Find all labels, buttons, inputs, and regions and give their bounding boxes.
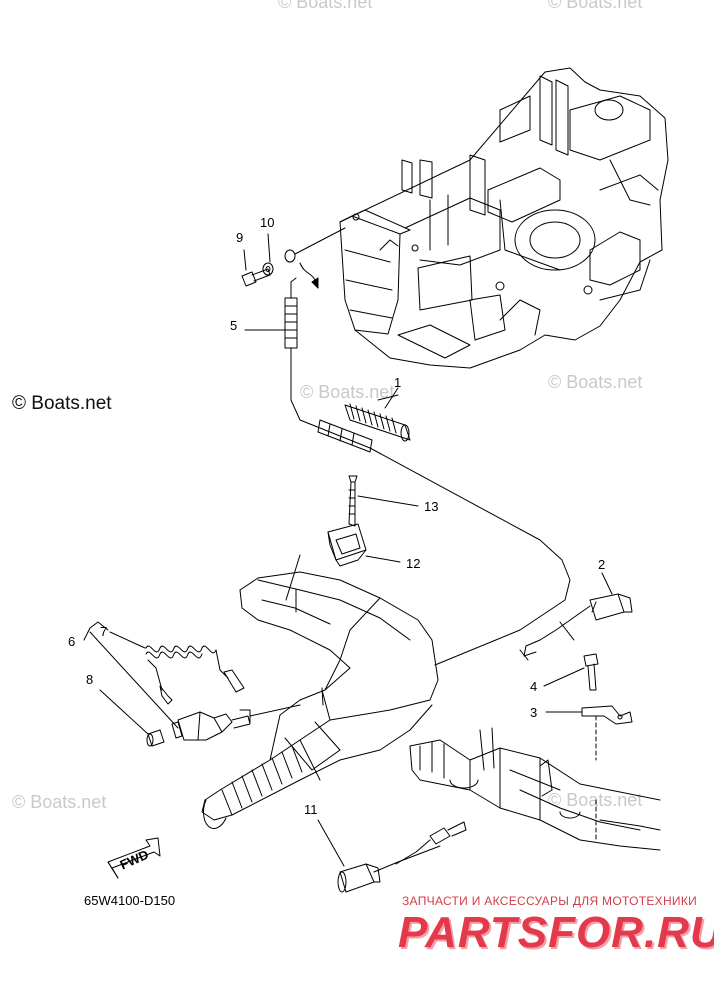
callout-11: 11: [304, 802, 318, 817]
lower-bracket-assembly: [409, 727, 661, 851]
hose-part-1: [317, 394, 411, 453]
steering-handle: [201, 554, 439, 829]
bolt-part-4: [543, 653, 599, 691]
callout-6: 6: [68, 634, 75, 649]
callout-13: 13: [424, 499, 438, 514]
watermark-lower-right: © Boats.net: [548, 790, 643, 810]
engine-block: [339, 67, 669, 369]
leader-6: [83, 627, 91, 641]
callout-5: 5: [230, 318, 237, 333]
callout-9: 9: [236, 230, 243, 245]
watermark-main: © Boats.net: [12, 393, 112, 414]
leader-1: [384, 387, 399, 409]
callout-12: 12: [406, 556, 420, 571]
fwd-arrow-icon: [107, 837, 161, 879]
lanyard-coil-part-7: [109, 631, 245, 705]
fwd-label: FWD: [118, 847, 151, 873]
washer-part-10: [262, 227, 346, 276]
clamp-part-12: [327, 523, 401, 567]
watermark-lower-left: © Boats.net: [12, 792, 107, 812]
callout-10: 10: [260, 215, 274, 230]
screw-part-13: [348, 475, 419, 527]
callout-2: 2: [598, 557, 605, 572]
stop-switch-part-6: [89, 631, 301, 741]
neutral-switch-part-2: [519, 572, 633, 661]
callout-7: 7: [100, 624, 107, 639]
leader-6-7: [89, 621, 109, 631]
indicator-arrow: [299, 262, 317, 283]
brand-subtitle: ЗАПЧАСТИ И АКСЕССУАРЫ ДЛЯ МОТОТЕХНИКИ: [402, 894, 698, 908]
wire-lead-part-5: [244, 277, 371, 449]
part-code: 65W4100-D150: [84, 893, 176, 908]
callout-3: 3: [530, 705, 537, 720]
indicator-arrow-head: [311, 277, 319, 289]
switch-part-11: [317, 819, 467, 893]
watermark-mid-right: © Boats.net: [548, 372, 643, 392]
cap-part-8: [99, 689, 165, 747]
watermark-mid-center: © Boats.net: [300, 382, 395, 402]
callout-1: 1: [394, 375, 401, 390]
watermark-top-left: © Boats.net: [278, 0, 373, 12]
watermark-top-right: © Boats.net: [548, 0, 643, 12]
brand-logo: PARTSFOR.RU: [398, 908, 714, 957]
bolt-part-9: [241, 249, 271, 287]
callout-4: 4: [530, 679, 537, 694]
callout-8: 8: [86, 672, 93, 687]
main-cable: [369, 447, 571, 666]
bracket-part-3: [545, 705, 633, 841]
